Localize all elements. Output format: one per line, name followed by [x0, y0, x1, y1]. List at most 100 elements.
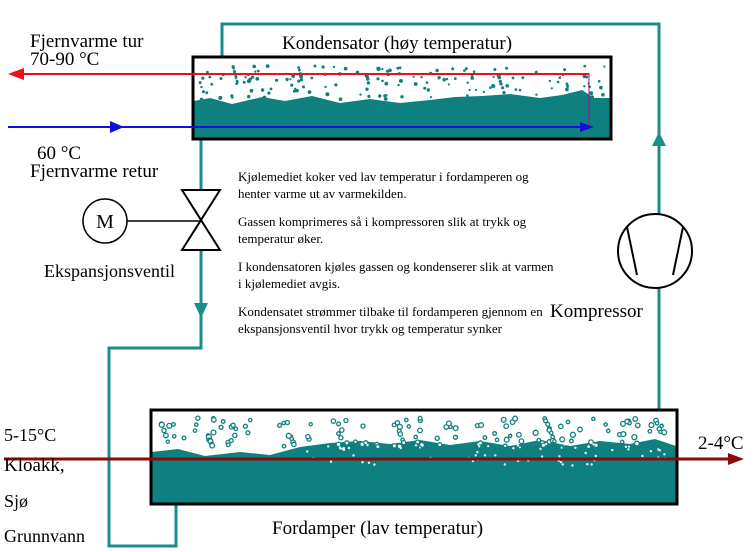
valve-body-icon [180, 189, 222, 251]
boiling-bubble [342, 448, 346, 452]
condensation-droplet [324, 85, 327, 89]
source-grunnvann: Grunnvann [4, 526, 85, 546]
condensation-droplet [307, 90, 312, 94]
condensation-droplet [396, 66, 400, 70]
vapour-bubble [230, 422, 236, 429]
condensation-droplet [581, 91, 585, 95]
condensation-droplet [338, 97, 343, 101]
condensation-droplet [297, 66, 301, 70]
vapour-bubble [503, 436, 510, 443]
inlet-temp: 5-15°C [4, 425, 57, 445]
condensation-droplet [469, 96, 474, 101]
condensation-droplet [511, 76, 515, 80]
condensation-droplet [388, 68, 392, 73]
vapour-bubble [396, 423, 403, 430]
condensation-droplet [325, 92, 330, 97]
vapour-bubble [400, 439, 407, 446]
condensation-droplet [582, 74, 587, 79]
vapour-bubble [417, 445, 423, 450]
condensation-droplet [447, 83, 450, 86]
condensation-droplet [254, 70, 257, 73]
boiling-bubble [347, 446, 351, 450]
condensation-droplet [489, 86, 492, 89]
condensation-droplet [492, 75, 495, 78]
heat-source-line-group [4, 453, 744, 465]
condensation-droplet [384, 81, 389, 86]
vapour-bubble [654, 420, 660, 426]
boiling-bubble [574, 446, 577, 449]
vapour-bubble [559, 445, 564, 451]
vapour-bubble [485, 443, 491, 449]
condensation-droplet [218, 95, 223, 100]
vapour-bubble [631, 433, 638, 441]
condensation-droplet [367, 94, 371, 98]
vapour-bubble [225, 442, 231, 448]
condensation-droplet [334, 83, 338, 87]
condensation-droplet [497, 75, 502, 80]
vapour-bubble [552, 438, 557, 444]
boiling-bubble [540, 455, 544, 458]
supply-label: Fjernvarme tur [30, 31, 144, 52]
condensation-droplet [498, 79, 502, 84]
vapour-bubble [338, 434, 344, 441]
vapour-bubble [338, 427, 345, 433]
vapour-bubble [394, 419, 401, 426]
condensation-droplet [466, 94, 469, 97]
condensation-droplet [590, 95, 594, 98]
vapour-bubble [277, 422, 283, 428]
condensation-droplet [376, 66, 381, 71]
condensation-droplet [299, 74, 303, 79]
condensation-droplet [295, 88, 299, 93]
vapour-bubble [233, 426, 239, 432]
vapour-bubble [482, 435, 488, 441]
condensation-droplet [399, 79, 403, 83]
condensation-droplet [589, 91, 594, 96]
description-step-2: Gassen komprimeres så i kompressoren sli… [238, 214, 527, 246]
vapour-bubble [162, 432, 169, 439]
vapour-bubble [375, 443, 381, 450]
vapour-bubble [305, 433, 311, 440]
vapour-bubble [336, 431, 341, 437]
compressor-icon [617, 213, 693, 289]
vapour-bubble [195, 415, 201, 421]
condensation-droplet [381, 79, 384, 83]
vapour-bubble [517, 445, 523, 450]
vapour-bubble [181, 435, 187, 441]
condensation-droplet [242, 80, 246, 84]
condensation-droplet [235, 76, 238, 80]
vapour-bubble [363, 440, 369, 446]
vapour-bubble [360, 423, 366, 429]
vapour-bubble [210, 429, 217, 436]
condensation-droplet [493, 68, 497, 71]
district-heating-lines [8, 68, 594, 133]
boiling-bubble [559, 461, 563, 464]
process-description: Kjølemediet koker ved lav temperatur i f… [238, 168, 558, 348]
vapour-bubble [565, 419, 571, 425]
vapour-bubble [546, 427, 552, 433]
condensation-droplet [558, 76, 562, 79]
boiling-bubble [544, 442, 548, 446]
vapour-bubble [336, 421, 342, 427]
pipe-valve-to-evaporator [107, 250, 203, 548]
vapour-bubble [577, 426, 583, 433]
condensation-droplet [366, 81, 371, 85]
condensation-droplet [517, 95, 521, 99]
source-sjo: Sjø [4, 491, 29, 511]
condensation-droplet [420, 76, 423, 79]
vapour-bubble [397, 431, 404, 437]
condensation-droplet [208, 75, 212, 79]
condensation-droplet [359, 93, 362, 96]
boiling-bubble [414, 444, 418, 447]
vapour-bubble [634, 422, 641, 429]
vapour-bubble [658, 429, 663, 435]
vapour-bubble [330, 418, 337, 424]
condensation-droplet [425, 81, 429, 84]
vapour-bubble [494, 437, 500, 443]
condensation-droplet [550, 87, 554, 90]
condensation-droplet [249, 88, 254, 93]
vapour-bubble [391, 442, 398, 449]
boiling-bubble [494, 454, 497, 457]
condensation-droplet [413, 82, 418, 86]
vapour-bubble [588, 439, 594, 446]
condenser-title: Kondensator (høy temperatur) [282, 33, 513, 54]
